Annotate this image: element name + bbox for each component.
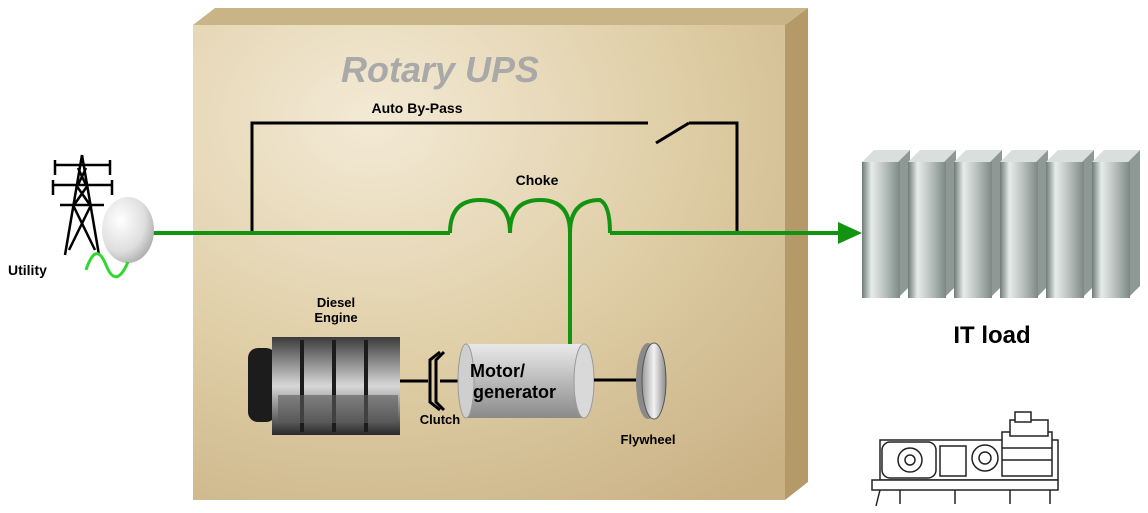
diesel-label-line2: Engine <box>314 310 357 325</box>
server-rack-face <box>1046 162 1084 298</box>
utility-dish-icon <box>102 197 154 263</box>
transmission-tower-icon <box>51 154 114 256</box>
flywheel-icon <box>636 342 667 420</box>
server-rack-top <box>1046 150 1094 162</box>
bypass-label: Auto By-Pass <box>371 100 462 116</box>
server-rack-side <box>1128 150 1140 298</box>
diagram-title: Rotary UPS <box>341 49 539 90</box>
server-rack-face <box>862 162 900 298</box>
bypass-line <box>250 121 739 233</box>
server-rack-face <box>1092 162 1130 298</box>
motor-label-line2: generator <box>473 382 556 402</box>
server-rack-side <box>898 150 910 298</box>
sine-wave-icon <box>84 252 130 279</box>
choke-label: Choke <box>516 172 559 188</box>
server-rack-top <box>954 150 1002 162</box>
server-rack-face <box>954 162 992 298</box>
server-rack-face <box>908 162 946 298</box>
motor-generator-icon <box>457 343 595 419</box>
genset-sketch-icon <box>871 411 1059 507</box>
server-rack-top <box>1092 150 1140 162</box>
diesel-label-line1: Diesel <box>317 295 355 310</box>
server-rack-icon <box>862 150 1140 298</box>
clutch-icon <box>428 350 446 412</box>
server-rack-side <box>944 150 956 298</box>
power-line <box>130 197 840 344</box>
server-rack-side <box>990 150 1002 298</box>
server-rack-side <box>1082 150 1094 298</box>
server-rack-side <box>1036 150 1048 298</box>
utility-label: Utility <box>8 262 47 278</box>
power-arrow <box>838 222 862 244</box>
diesel-engine-icon <box>248 337 400 435</box>
motor-label-line1: Motor/ <box>470 361 525 381</box>
clutch-label: Clutch <box>420 412 461 427</box>
server-rack-top <box>1000 150 1048 162</box>
server-rack-top <box>862 150 910 162</box>
server-rack-face <box>1000 162 1038 298</box>
it-load-label: IT load <box>953 322 1030 349</box>
flywheel-label: Flywheel <box>621 432 676 447</box>
server-rack-top <box>908 150 956 162</box>
